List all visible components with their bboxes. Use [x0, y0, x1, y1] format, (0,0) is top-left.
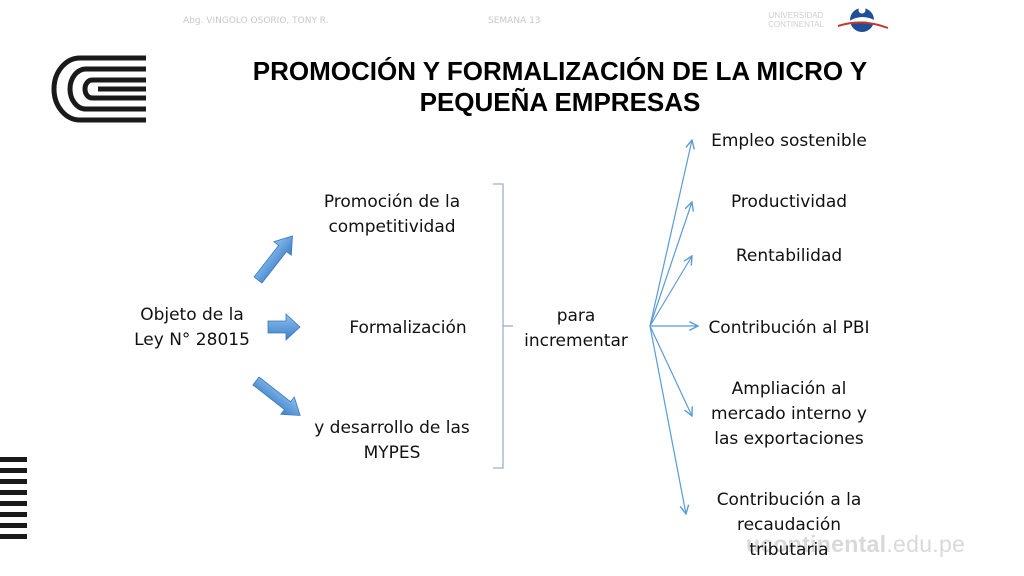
continental-logo-icon	[51, 55, 146, 123]
outcome-arrows	[649, 140, 698, 514]
page-title: PROMOCIÓN Y FORMALIZACIÓN DE LA MICRO Y …	[252, 56, 868, 117]
author-label: Abg. VINGOLO OSORIO, TONY R.	[183, 16, 329, 26]
outcome-recaudacion: Contribución a la recaudación tributaria	[716, 490, 862, 560]
arrow-down-right-icon	[252, 376, 301, 416]
footer-domain: ucontinental.edu.pe	[746, 531, 966, 557]
source-node: Objeto de la Ley N° 28015	[134, 305, 250, 350]
outcome-ampliacion: Ampliación al mercado interno y las expo…	[711, 379, 867, 449]
outcome-empleo: Empleo sostenible	[711, 131, 867, 151]
branch-node-desarrollo: y desarrollo de las MYPES	[314, 418, 470, 463]
week-label: SEMANA 13	[488, 16, 541, 26]
branch-node-formalizacion: Formalización	[349, 318, 467, 338]
university-emblem-icon	[837, 6, 889, 32]
university-name: UNIVERSIDAD CONTINENTAL	[768, 11, 824, 29]
outcome-pbi: Contribución al PBI	[708, 318, 870, 338]
arrow-right-icon	[267, 313, 301, 341]
outcome-productividad: Productividad	[730, 192, 848, 212]
branch-node-competitividad: Promoción de la competitividad	[323, 192, 461, 237]
arrow-up-right-icon	[253, 235, 293, 284]
connector-node: para incrementar	[524, 306, 628, 351]
outcome-rentabilidad: Rentabilidad	[735, 246, 843, 266]
side-stripes-icon	[0, 457, 27, 539]
